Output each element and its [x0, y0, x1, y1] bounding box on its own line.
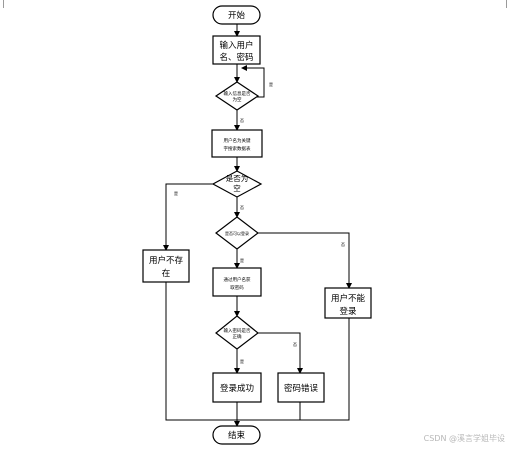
label-yes-loop: 是: [269, 81, 273, 87]
label-yes-isempty: 是: [174, 190, 178, 196]
is-empty-label-2: 空: [233, 183, 241, 193]
end-label: 结束: [228, 430, 246, 441]
login-success-node: 登录成功: [212, 372, 262, 403]
login-success-label: 登录成功: [220, 383, 254, 394]
can-login-label: 是否可以登录: [225, 230, 249, 236]
get-password-label-1: 通过用户名获: [224, 276, 251, 283]
start-label: 开始: [228, 10, 246, 21]
label-no-check: 否: [240, 118, 244, 123]
input-label-1: 输入用户: [219, 40, 253, 51]
check-empty-label-2: 为空: [233, 96, 242, 103]
check-empty-label-1: 输入信息是否: [224, 90, 251, 97]
label-yes-canlogin: 是: [240, 257, 244, 263]
edge-pwdmatch-error: [258, 332, 303, 374]
left-edge-mark: [3, 0, 4, 8]
password-match-label-1: 输入密码是否: [224, 327, 251, 334]
user-not-exist-label-1: 用户不存: [149, 255, 184, 266]
label-no-isempty: 否: [240, 205, 244, 210]
user-not-exist-label-2: 在: [162, 268, 171, 279]
input-node: 输入用户 名、密码: [212, 35, 261, 65]
start-node: 开始: [212, 5, 261, 25]
query-label-2: 字搜索数据表: [224, 145, 251, 152]
input-label-2: 名、密码: [219, 52, 253, 63]
label-no-canlogin: 否: [341, 242, 345, 247]
edge-cannot-end: [237, 318, 350, 421]
end-node: 结束: [212, 425, 261, 445]
watermark: CSDN @溪言学姐毕设: [424, 433, 505, 443]
is-empty-label-1: 是否为: [226, 173, 249, 183]
user-cannot-login-label-1: 用户不能: [331, 293, 366, 304]
get-password-label-2: 取密码: [230, 284, 244, 291]
label-no-pwdmatch: 否: [293, 342, 297, 347]
can-login-decision: 是否可以登录: [215, 216, 259, 250]
is-empty-decision: 是否为 空: [211, 170, 263, 198]
query-node: 用户名为关键 字搜索数据表: [211, 129, 263, 158]
password-match-decision: 输入密码是否 正确: [215, 315, 259, 350]
right-edge-mark: [506, 0, 507, 8]
password-error-node: 密码错误: [277, 372, 325, 403]
user-not-exist-node: 用户不存 在: [142, 249, 190, 283]
edge-canlogin-cannot: [258, 232, 352, 289]
edge-notexist-end: [165, 282, 237, 421]
edge-isempty-notexist: [163, 183, 213, 251]
label-yes-pwdmatch: 是: [240, 358, 244, 364]
password-error-label: 密码错误: [284, 383, 319, 394]
user-cannot-login-node: 用户不能 登录: [324, 287, 372, 319]
edge-check-loop: [241, 65, 265, 98]
user-cannot-login-label-2: 登录: [339, 306, 357, 317]
password-match-label-2: 正确: [233, 333, 242, 340]
check-empty-decision: 输入信息是否 为空: [214, 81, 260, 111]
get-password-node: 通过用户名获 取密码: [212, 267, 262, 297]
query-label-1: 用户名为关键: [224, 137, 251, 144]
